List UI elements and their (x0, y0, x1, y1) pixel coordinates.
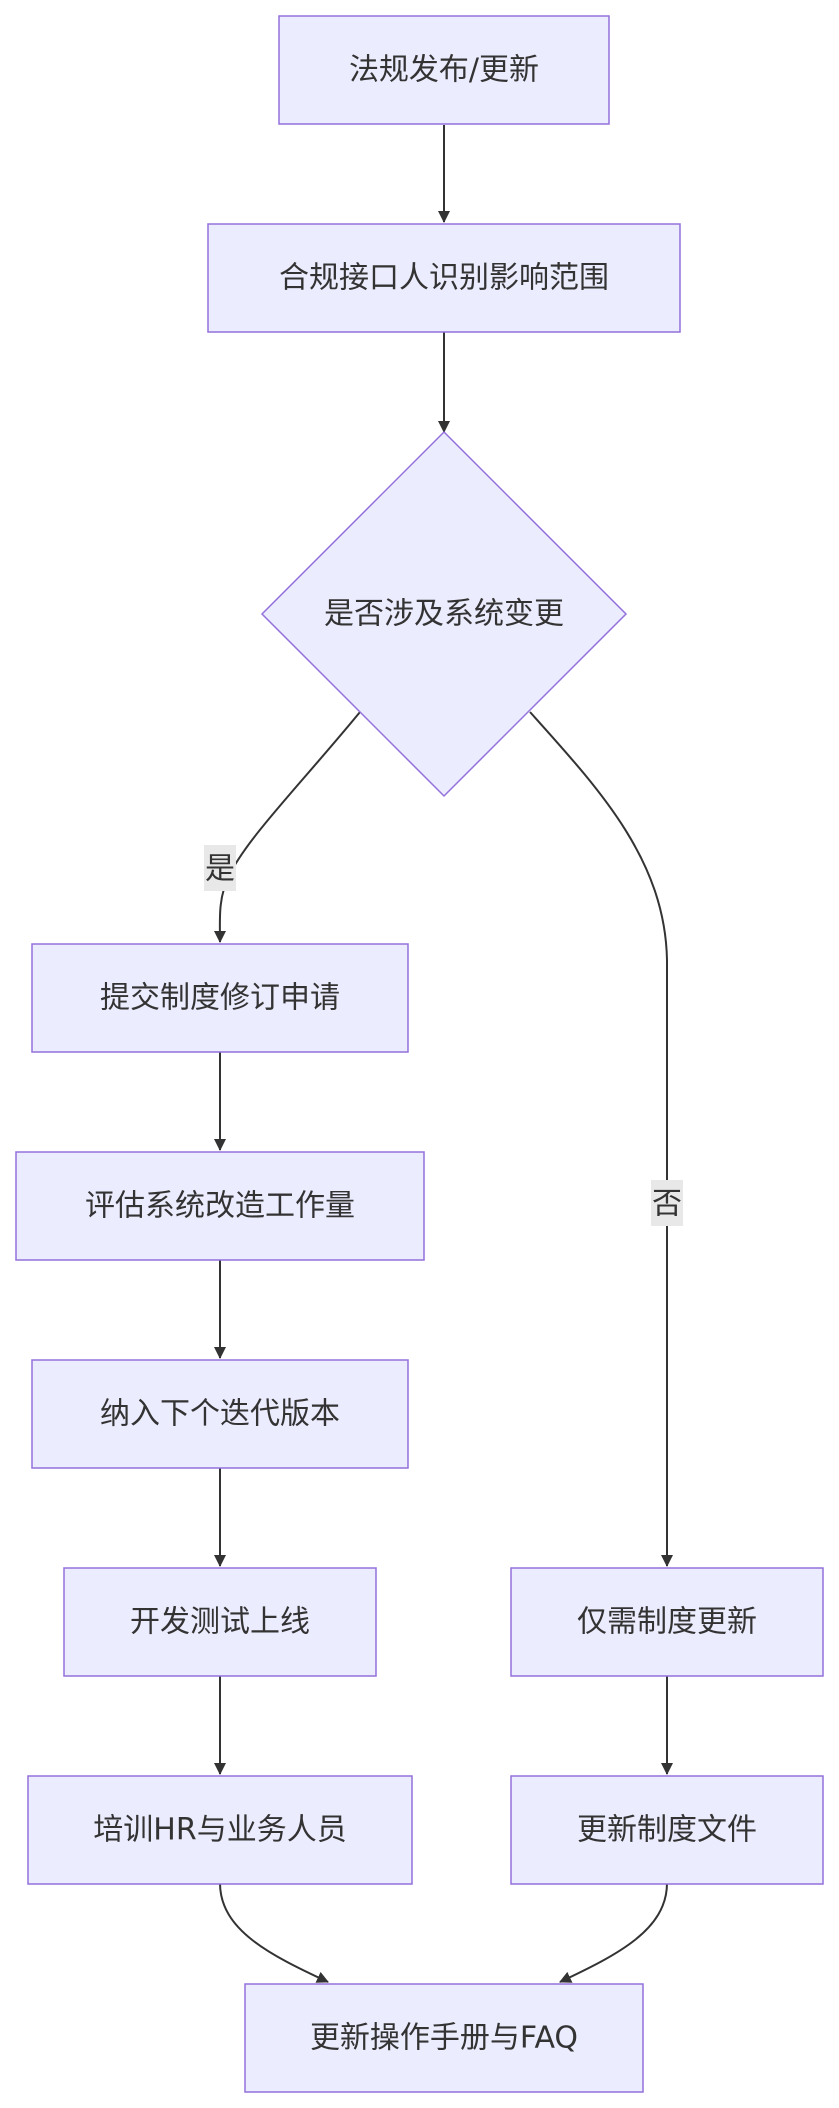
node-update-manual-label: 更新操作手册与FAQ (310, 2021, 578, 2056)
node-train-staff-label: 培训HR与业务人员 (93, 1813, 346, 1848)
node-law-publish: 法规发布/更新 (278, 15, 610, 125)
edge-decision-yes-branch (213, 711, 361, 943)
node-submit-revision: 提交制度修订申请 (31, 943, 409, 1053)
node-develop-launch: 开发测试上线 (63, 1567, 377, 1677)
node-decision: 是否涉及系统变更 (260, 430, 628, 798)
node-evaluate-workload-label: 评估系统改造工作量 (85, 1189, 355, 1224)
edge-label-no-text: 否 (652, 1187, 682, 1222)
node-submit-revision-label: 提交制度修订申请 (100, 981, 340, 1016)
node-update-manual: 更新操作手册与FAQ (244, 1983, 644, 2093)
node-update-docs: 更新制度文件 (510, 1775, 824, 1885)
node-evaluate-workload: 评估系统改造工作量 (15, 1151, 425, 1261)
node-update-docs-label: 更新制度文件 (577, 1813, 757, 1848)
node-law-publish-label: 法规发布/更新 (349, 53, 539, 88)
edge-label-no: 否 (651, 1180, 683, 1226)
edge-docs-to-manual (559, 1882, 668, 1983)
node-policy-only-label: 仅需制度更新 (577, 1605, 757, 1640)
node-include-iteration: 纳入下个迭代版本 (31, 1359, 409, 1469)
edges (213, 125, 673, 1983)
node-decision-label: 是否涉及系统变更 (324, 597, 564, 632)
node-policy-only: 仅需制度更新 (510, 1567, 824, 1677)
node-develop-launch-label: 开发测试上线 (130, 1605, 310, 1640)
edge-decision-no-branch (529, 711, 673, 1567)
node-identify-scope: 合规接口人识别影响范围 (207, 223, 681, 333)
node-identify-scope-label: 合规接口人识别影响范围 (279, 261, 609, 296)
edge-label-yes: 是 (204, 845, 236, 891)
edge-label-yes-text: 是 (205, 852, 235, 887)
edge-train-to-manual (219, 1882, 329, 1983)
node-include-iteration-label: 纳入下个迭代版本 (100, 1397, 340, 1432)
node-train-staff: 培训HR与业务人员 (27, 1775, 413, 1885)
